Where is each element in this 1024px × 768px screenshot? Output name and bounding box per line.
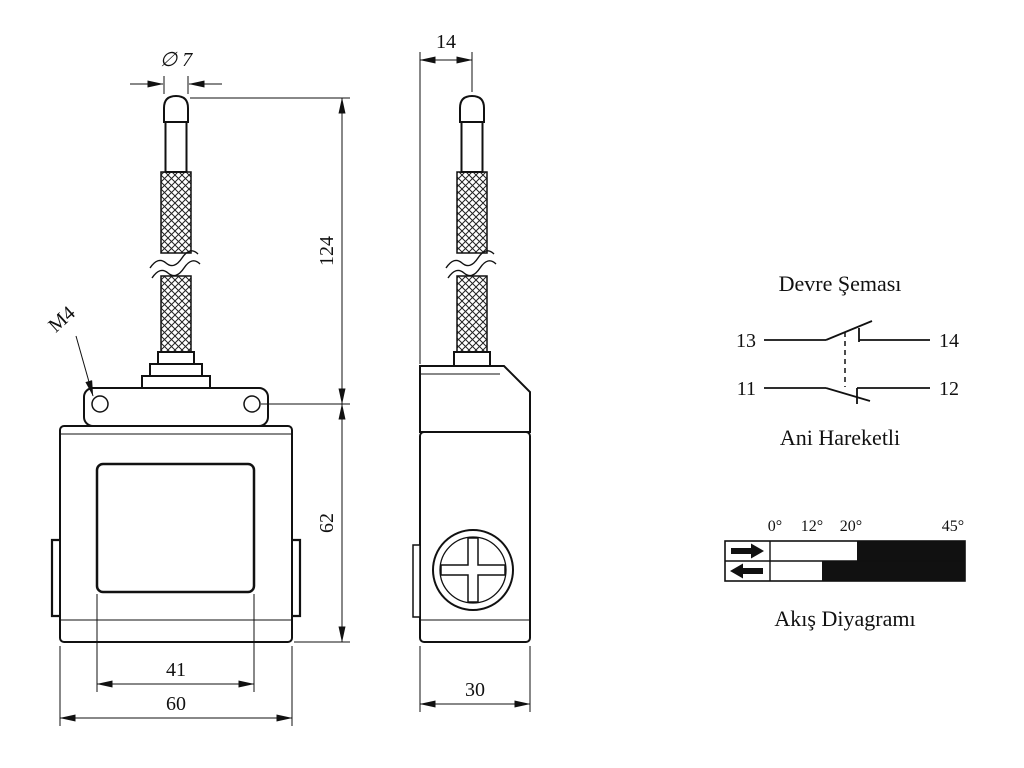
collar-step-3: [141, 375, 211, 389]
angle-label-45: 45°: [942, 518, 964, 535]
rod-tip: [163, 94, 189, 123]
mounting-hole-left: [91, 395, 109, 413]
front-view-dimensions: ∅ 7 124 62 41 60 M4: [44, 49, 350, 726]
thread-label: M4: [44, 302, 79, 337]
forward-arrow-icon: [731, 543, 764, 559]
terminal-12: 12: [939, 378, 959, 400]
dim-actuator-offset: 14: [436, 31, 456, 53]
angle-label-12: 12°: [801, 518, 823, 535]
side-clip-right: [292, 538, 302, 618]
switch-body-front: [50, 387, 302, 643]
side-view: 14 30: [412, 31, 531, 712]
collar-step-2: [149, 363, 203, 377]
dim-body-height: 62: [316, 513, 338, 533]
circuit-caption: Ani Hareketli: [780, 425, 900, 450]
angle-label-0: 0°: [768, 518, 782, 535]
dim-body-depth: 30: [465, 679, 485, 701]
head-block: [419, 365, 531, 433]
spring-upper: [160, 171, 192, 254]
side-view-dimensions: 14 30: [419, 31, 531, 712]
circuit-diagram: Devre Şeması 13 14 11 12 Ani Hareketli: [736, 271, 959, 450]
collar: [453, 351, 491, 367]
closed-zone-forward: [857, 541, 965, 561]
spring-lower: [160, 275, 192, 353]
screw-boss-inner: [439, 536, 507, 604]
spring-rod-actuator-side: [445, 94, 497, 367]
dim-rod-length: 124: [316, 236, 338, 266]
travel-bar-border: [724, 540, 966, 582]
spring-rod-actuator: [141, 94, 211, 389]
clip-profile: [412, 544, 421, 618]
contact-nc-blade: [825, 387, 871, 402]
rod-shaft: [460, 121, 484, 173]
rod-shaft: [164, 121, 188, 173]
mounting-hole-right: [243, 395, 261, 413]
terminal-14: 14: [939, 330, 959, 352]
front-view: ∅ 7 124 62 41 60 M4: [44, 49, 350, 726]
terminal-11: 11: [737, 378, 756, 400]
head-plate: [83, 387, 269, 427]
return-arrow-icon: [730, 563, 763, 579]
angle-label-20: 20°: [840, 518, 862, 535]
dim-outer-width: 60: [166, 693, 186, 715]
rod-tip: [459, 94, 485, 123]
side-clip-left: [50, 538, 60, 618]
terminal-13: 13: [736, 330, 756, 352]
leader-line: [75, 335, 94, 397]
collar-step-1: [157, 351, 195, 365]
spring-upper: [456, 171, 488, 254]
break-line-upper: [445, 250, 495, 269]
spring-lower: [456, 275, 488, 353]
switch-body-side: [412, 365, 531, 643]
phillips-cross-icon: [440, 537, 506, 603]
dim-tip-diameter: ∅ 7: [160, 49, 193, 71]
travel-diagram: 0° 12° 20° 45° Akış Diyagramı: [724, 518, 966, 631]
break-line-upper: [149, 250, 199, 269]
contact-no-blade: [825, 320, 873, 341]
circuit-title: Devre Şeması: [779, 271, 902, 296]
label-window: [95, 462, 256, 594]
dim-inner-width: 41: [166, 659, 186, 681]
travel-caption: Akış Diyagramı: [774, 606, 915, 631]
closed-zone-return: [822, 561, 965, 581]
